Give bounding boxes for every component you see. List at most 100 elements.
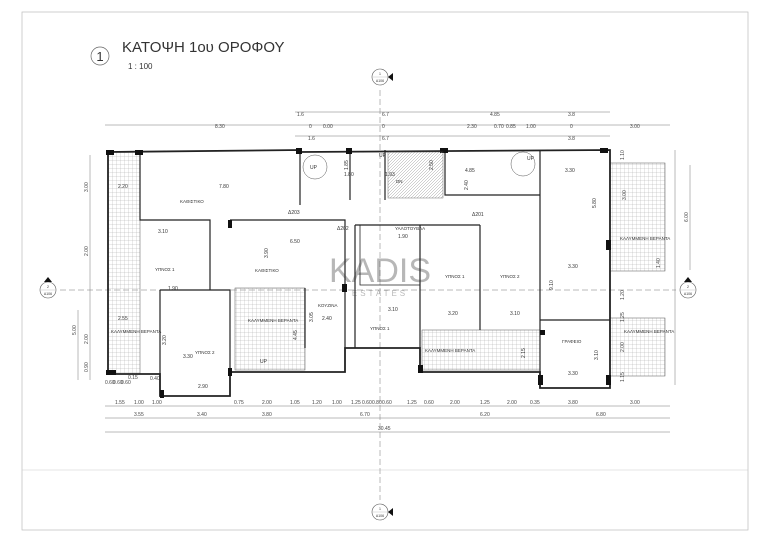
room-office: ΓΡΑΦΕΙΟ [562,339,582,344]
svg-text:1.00: 1.00 [134,400,144,406]
svg-text:1.25: 1.25 [480,400,490,406]
svg-text:3.80: 3.80 [262,412,272,418]
svg-text:6.50: 6.50 [290,239,300,245]
svg-text:1.00: 1.00 [332,400,342,406]
columns [106,148,611,398]
room-living-1: ΚΑΘΙΣΤΙΚΟ [180,199,204,204]
svg-text:1.25: 1.25 [620,312,626,322]
svg-text:3.00: 3.00 [622,190,628,200]
svg-text:2.00: 2.00 [450,400,460,406]
room-bedroom-1c: ΥΠΝΟΣ 1 [445,274,465,279]
veranda-bottom-area [421,329,541,371]
svg-text:3.8: 3.8 [568,136,575,142]
room-veranda-right-top: ΚΑΛΥΜΜΕΝΗ ΒΕΡΑΝΤΑ [620,236,670,241]
svg-text:1.05: 1.05 [290,400,300,406]
main-stair: DN UP 1.93 2.50 [379,151,444,199]
svg-text:6.70: 6.70 [360,412,370,418]
svg-text:3.30: 3.30 [568,264,578,270]
room-bedroom-2a: ΥΠΝΟΣ 2 [195,350,215,355]
svg-text:1.93: 1.93 [385,172,395,178]
svg-text:1.25: 1.25 [407,400,417,406]
svg-text:0.60: 0.60 [424,400,434,406]
section-marker-bottom[interactable]: 1 A106 [371,503,393,521]
kitchen-dim-vertical: 3.05 [309,312,315,322]
svg-text:1: 1 [379,507,381,511]
svg-text:2.30: 2.30 [467,124,477,130]
svg-text:3.10: 3.10 [388,307,398,313]
svg-text:ESTATES: ESTATES [352,289,408,298]
svg-text:0: 0 [570,124,573,130]
section-marker-top[interactable]: 1 A106 [371,68,393,86]
svg-text:0.85: 0.85 [506,124,516,130]
svg-text:5.80: 5.80 [592,198,598,208]
svg-text:0.60: 0.60 [121,380,131,386]
svg-text:1.55: 1.55 [115,400,125,406]
svg-text:3.20: 3.20 [448,311,458,317]
svg-text:0.35: 0.35 [530,400,540,406]
svg-text:9.10: 9.10 [549,280,555,290]
svg-text:6.20: 6.20 [480,412,490,418]
svg-text:4.45: 4.45 [293,330,299,340]
svg-text:3.8: 3.8 [568,112,575,118]
svg-text:1.25: 1.25 [351,400,361,406]
svg-text:A106: A106 [684,292,692,296]
svg-text:0.15: 0.15 [128,375,138,381]
svg-text:1.20: 1.20 [620,290,626,300]
section-marker-right[interactable]: 2 A106 [679,277,697,299]
svg-text:2.15: 2.15 [521,348,527,358]
svg-text:A106: A106 [376,79,384,83]
svg-text:7.80: 7.80 [219,184,229,190]
svg-text:2.50: 2.50 [429,160,435,170]
room-labels: ΚΑΘΙΣΤΙΚΟ 7.80 ΚΑΘΙΣΤΙΚΟ 6.50 3.90 ΥΠΝΟΣ… [111,160,674,390]
svg-text:3.90: 3.90 [264,248,270,258]
svg-text:2.55: 2.55 [118,316,128,322]
svg-text:0.60: 0.60 [382,400,392,406]
drawing-scale: 1 : 100 [128,62,153,71]
svg-text:2.00: 2.00 [84,246,90,256]
svg-text:1: 1 [379,72,381,76]
svg-text:3.40: 3.40 [197,412,207,418]
svg-text:3.20: 3.20 [162,335,168,345]
room-bedroom-1a: ΥΠΝΟΣ 1 [155,267,175,272]
svg-text:1.6: 1.6 [308,136,315,142]
room-veranda-bottom: ΚΑΛΥΜΜΕΝΗ ΒΕΡΑΝΤΑ [425,348,475,353]
svg-text:2.00: 2.00 [262,400,272,406]
view-number-circle [90,46,110,66]
section-marker-left[interactable]: 2 A106 [39,277,57,299]
svg-text:3.10: 3.10 [594,350,600,360]
svg-text:1.10: 1.10 [620,150,626,160]
svg-text:0.90: 0.90 [84,362,90,372]
svg-text:3.00: 3.00 [84,182,90,192]
svg-text:Δ201: Δ201 [472,212,484,218]
stair-room-dim-vertical: 1.85 [344,160,350,170]
svg-text:2: 2 [47,285,49,289]
veranda-mid-area [234,287,306,371]
sheet-border [21,11,749,531]
svg-text:1.40: 1.40 [656,258,662,268]
svg-text:2.00: 2.00 [84,334,90,344]
view-number: 1 [96,49,103,64]
svg-text:8.30: 8.30 [215,124,225,130]
veranda-right-bottom-area [609,317,666,377]
room-bedroom-1b: ΥΠΝΟΣ 1 [370,326,390,331]
svg-text:4.85: 4.85 [465,168,475,174]
svg-text:3.10: 3.10 [510,311,520,317]
svg-text:Δ203: Δ203 [288,210,300,216]
svg-text:KADIS: KADIS [329,252,431,290]
svg-text:2.90: 2.90 [198,384,208,390]
svg-text:2: 2 [687,285,689,289]
room-kitchen: ΚΟΥΖΙΝΑ [318,303,337,308]
svg-text:A106: A106 [376,514,384,518]
svg-text:2.00: 2.00 [507,400,517,406]
svg-text:6.7: 6.7 [382,112,389,118]
bottom-dimensions: 1.55 1.00 1.00 0.75 2.00 1.05 1.20 1.00 … [105,375,670,433]
drawing-title: ΚΑΤΟΨΗ 1ου ΟΡΟΦΟΥ [122,39,285,56]
svg-text:4.85: 4.85 [490,112,500,118]
svg-text:UP: UP [527,156,535,162]
veranda-right-top-area [609,162,666,272]
svg-text:1.90: 1.90 [398,234,408,240]
room-living-2: ΚΑΘΙΣΤΙΚΟ [255,268,279,273]
svg-text:0.60: 0.60 [105,380,115,386]
svg-text:1.20: 1.20 [312,400,322,406]
